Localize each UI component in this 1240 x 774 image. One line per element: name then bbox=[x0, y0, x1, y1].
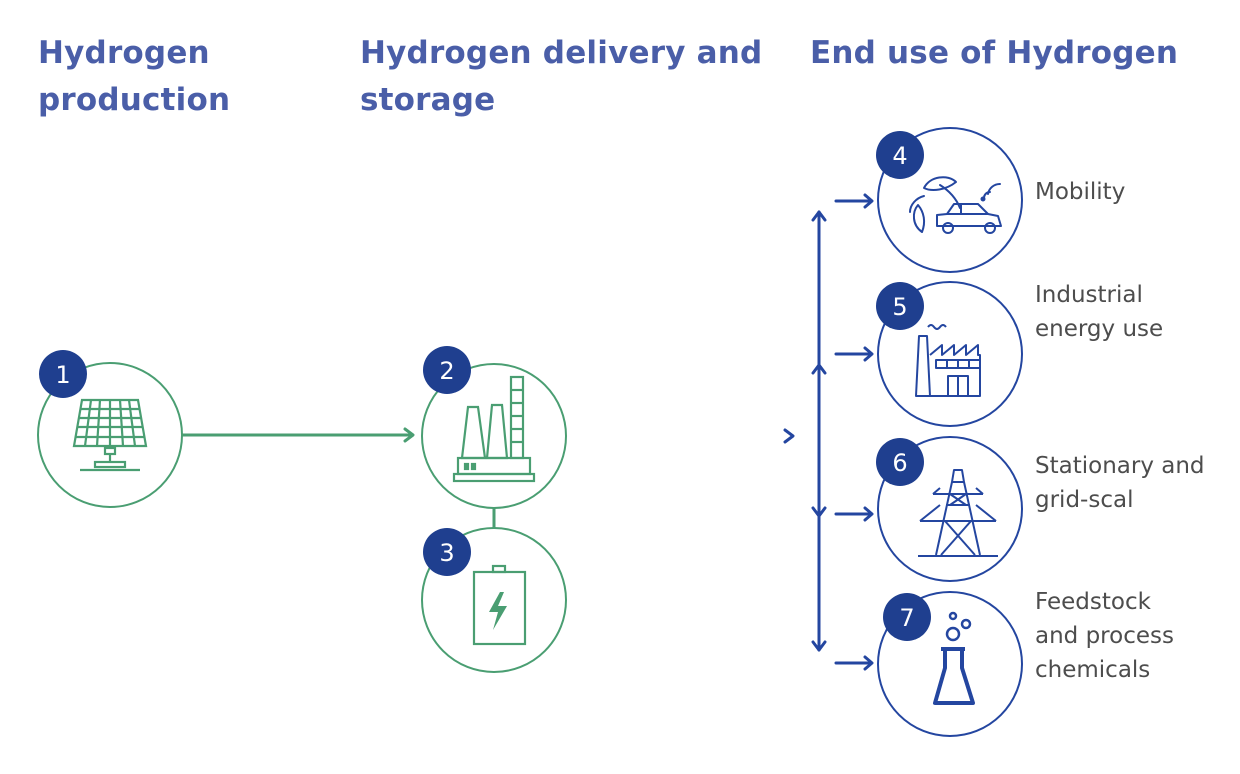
badge-7 bbox=[883, 593, 931, 641]
badge-5 bbox=[876, 282, 924, 330]
eco-car-icon bbox=[909, 176, 1002, 234]
badge-3 bbox=[423, 528, 471, 576]
node-1[interactable]: 1 bbox=[37, 350, 183, 508]
heading-hydrogen-production: Hydrogen production bbox=[38, 30, 338, 124]
badge-number: 4 bbox=[892, 142, 907, 170]
label-line: Feedstock bbox=[1035, 589, 1151, 615]
badge-number: 1 bbox=[55, 361, 70, 389]
label-line: Mobility bbox=[1035, 179, 1126, 205]
label-line: grid-scal bbox=[1035, 487, 1134, 513]
transmission-tower-icon bbox=[918, 469, 998, 557]
heading-line: storage bbox=[360, 82, 496, 118]
label-line: Industrial bbox=[1035, 282, 1143, 308]
heading-delivery-storage: Hydrogen delivery and storage bbox=[360, 30, 780, 124]
node-2[interactable]: 2 bbox=[421, 346, 567, 509]
node-7[interactable]: 7 bbox=[877, 591, 1023, 737]
battery-icon bbox=[472, 564, 527, 646]
node-4[interactable]: 4 bbox=[876, 127, 1023, 273]
label-industrial-energy-use: Industrial energy use bbox=[1035, 278, 1235, 346]
connector-2-to-end-use bbox=[566, 428, 795, 444]
badge-number: 6 bbox=[892, 449, 907, 477]
flask-icon bbox=[933, 611, 975, 705]
label-stationary-grid-scale: Stationary and grid-scal bbox=[1035, 449, 1235, 517]
badge-number: 7 bbox=[899, 604, 914, 632]
label-mobility: Mobility bbox=[1035, 175, 1235, 209]
badge-number: 3 bbox=[439, 539, 454, 567]
node-5[interactable]: 5 bbox=[876, 281, 1023, 427]
label-line: chemicals bbox=[1035, 657, 1151, 683]
heading-end-use: End use of Hydrogen bbox=[810, 35, 1179, 71]
label-line: Stationary and bbox=[1035, 453, 1205, 479]
end-use-arrows bbox=[834, 193, 874, 671]
badge-1 bbox=[39, 350, 87, 398]
label-line: energy use bbox=[1035, 316, 1164, 342]
node-6[interactable]: 6 bbox=[876, 436, 1023, 582]
heading-line: production bbox=[38, 82, 231, 118]
badge-4 bbox=[876, 131, 924, 179]
badge-number: 5 bbox=[892, 293, 907, 321]
power-plant-icon bbox=[452, 375, 536, 483]
badge-6 bbox=[876, 438, 924, 486]
label-feedstock-process-chemicals: Feedstock and process chemicals bbox=[1035, 585, 1235, 687]
node-3[interactable]: 3 bbox=[421, 527, 567, 673]
badge-number: 2 bbox=[439, 357, 454, 385]
heading-line: Hydrogen bbox=[38, 35, 210, 71]
badge-2 bbox=[423, 346, 471, 394]
connector-1-to-2 bbox=[182, 427, 415, 443]
end-use-distribution-bar bbox=[811, 210, 827, 652]
factory-icon bbox=[915, 324, 981, 397]
solar-panel-icon bbox=[72, 398, 148, 472]
heading-line: Hydrogen delivery and bbox=[360, 35, 763, 71]
label-line: and process bbox=[1035, 623, 1174, 649]
